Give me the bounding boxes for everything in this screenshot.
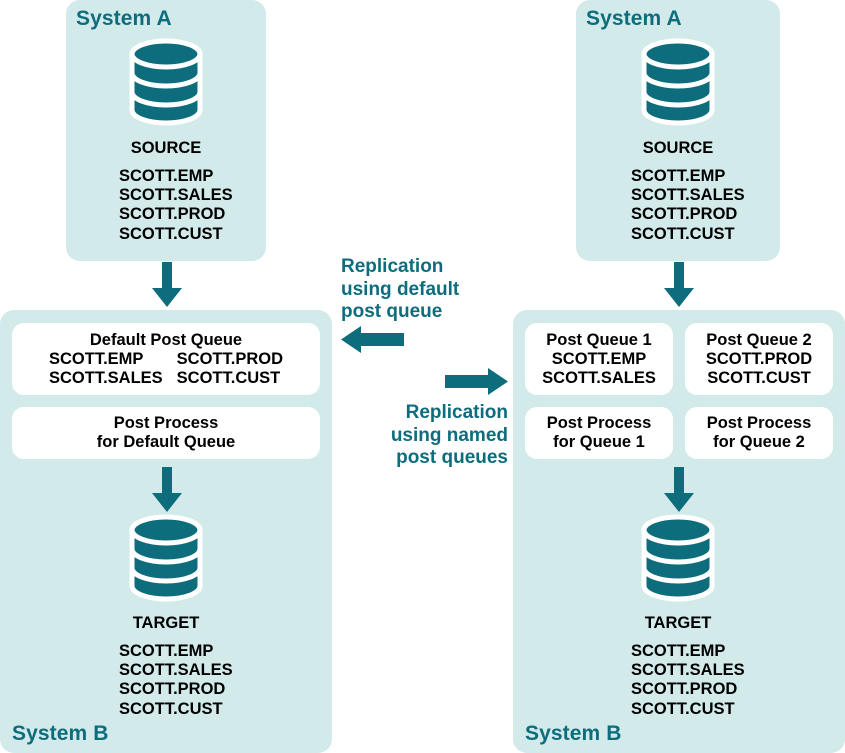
left-replication-caption: Replication using default post queue — [341, 256, 459, 324]
post-queue-2-box: Post Queue 2 SCOTT.PROD SCOTT.CUST — [685, 323, 833, 395]
table-name: SCOTT.EMP — [119, 642, 214, 660]
left-source-db-label: SOURCE — [130, 139, 202, 157]
caption-line: Replication — [341, 256, 444, 277]
right-target-database-icon — [639, 514, 717, 602]
post-queue-1-header: Post Queue 1 — [546, 330, 652, 349]
table-name: SCOTT.CUST — [119, 699, 223, 718]
table-name: SCOTT.PROD — [119, 680, 226, 699]
right-replication-caption: Replication using named post queues — [318, 402, 508, 470]
caption-line: Replication — [405, 402, 508, 423]
caption-line: using default — [341, 278, 460, 300]
left-target-database-icon — [127, 514, 205, 602]
right-system-a-title: System A — [586, 7, 682, 30]
right-target-table-list: SCOTT.EMP SCOTT.SALES SCOTT.PROD SCOTT.C… — [631, 642, 745, 719]
post-process-line-2: for Queue 2 — [713, 433, 805, 451]
right-source-db-label: SOURCE — [642, 139, 714, 157]
post-process-line-1: Post Process — [113, 414, 219, 432]
right-source-database-icon — [639, 38, 717, 126]
left-source-to-target-arrow-icon — [151, 262, 183, 308]
replication-named-right-arrow-icon — [444, 367, 508, 396]
table-name: SCOTT.CUST — [631, 699, 735, 718]
post-process-line-2: for Default Queue — [96, 433, 236, 451]
post-process-queue-2-box: Post Process for Queue 2 — [685, 407, 833, 459]
right-system-b-title: System B — [525, 722, 622, 745]
default-post-queue-box: Default Post Queue SCOTT.EMP SCOTT.PROD … — [12, 323, 320, 395]
left-post-process-to-target-arrow-icon — [151, 467, 183, 513]
table-name: SCOTT.SALES — [119, 186, 233, 205]
table-name: SCOTT.SALES — [631, 661, 745, 680]
default-post-process-box: Post Process for Default Queue — [12, 407, 320, 459]
queue-table-name: SCOTT.EMP — [48, 349, 144, 368]
queue-table-name: SCOTT.SALES — [48, 368, 163, 387]
queue-table-name: SCOTT.PROD — [176, 349, 284, 368]
left-system-a-title: System A — [76, 7, 172, 30]
caption-line: post queues — [396, 447, 508, 468]
left-target-table-list: SCOTT.EMP SCOTT.SALES SCOTT.PROD SCOTT.C… — [119, 642, 233, 719]
post-queue-1-box: Post Queue 1 SCOTT.EMP SCOTT.SALES — [525, 323, 673, 395]
right-post-process-to-target-arrow-icon — [663, 467, 695, 513]
caption-line: using named — [390, 424, 508, 446]
post-queue-2-header: Post Queue 2 — [706, 330, 812, 349]
table-name: SCOTT.PROD — [631, 680, 738, 699]
right-source-table-list: SCOTT.EMP SCOTT.SALES SCOTT.PROD SCOTT.C… — [631, 167, 745, 244]
table-name: SCOTT.EMP — [631, 642, 726, 660]
table-name: SCOTT.SALES — [631, 186, 745, 205]
table-name: SCOTT.SALES — [119, 661, 233, 680]
queue-table-name: SCOTT.SALES — [542, 368, 656, 387]
queue-table-name: SCOTT.CUST — [176, 368, 281, 387]
caption-line: post queue — [341, 301, 443, 322]
queue-table-name: SCOTT.PROD — [705, 349, 813, 368]
table-name: SCOTT.EMP — [631, 167, 726, 185]
post-process-line-1: Post Process — [706, 414, 812, 432]
left-target-db-label: TARGET — [132, 614, 200, 632]
replication-default-left-arrow-icon — [341, 325, 405, 354]
default-post-queue-table-grid: SCOTT.EMP SCOTT.PROD SCOTT.SALES SCOTT.C… — [49, 350, 283, 388]
left-system-b-title: System B — [12, 722, 109, 745]
table-name: SCOTT.EMP — [119, 167, 214, 185]
left-source-database-icon — [127, 38, 205, 126]
table-name: SCOTT.PROD — [119, 205, 226, 224]
table-name: SCOTT.PROD — [631, 205, 738, 224]
queue-table-name: SCOTT.EMP — [551, 349, 647, 368]
post-process-line-2: for Queue 1 — [553, 433, 645, 451]
table-name: SCOTT.CUST — [119, 224, 223, 243]
post-process-line-1: Post Process — [546, 414, 652, 432]
left-source-table-list: SCOTT.EMP SCOTT.SALES SCOTT.PROD SCOTT.C… — [119, 167, 233, 244]
right-source-to-target-arrow-icon — [663, 262, 695, 308]
post-process-queue-1-box: Post Process for Queue 1 — [525, 407, 673, 459]
default-post-queue-header: Default Post Queue — [89, 330, 243, 349]
right-target-db-label: TARGET — [644, 614, 712, 632]
queue-table-name: SCOTT.CUST — [707, 368, 811, 387]
table-name: SCOTT.CUST — [631, 224, 735, 243]
